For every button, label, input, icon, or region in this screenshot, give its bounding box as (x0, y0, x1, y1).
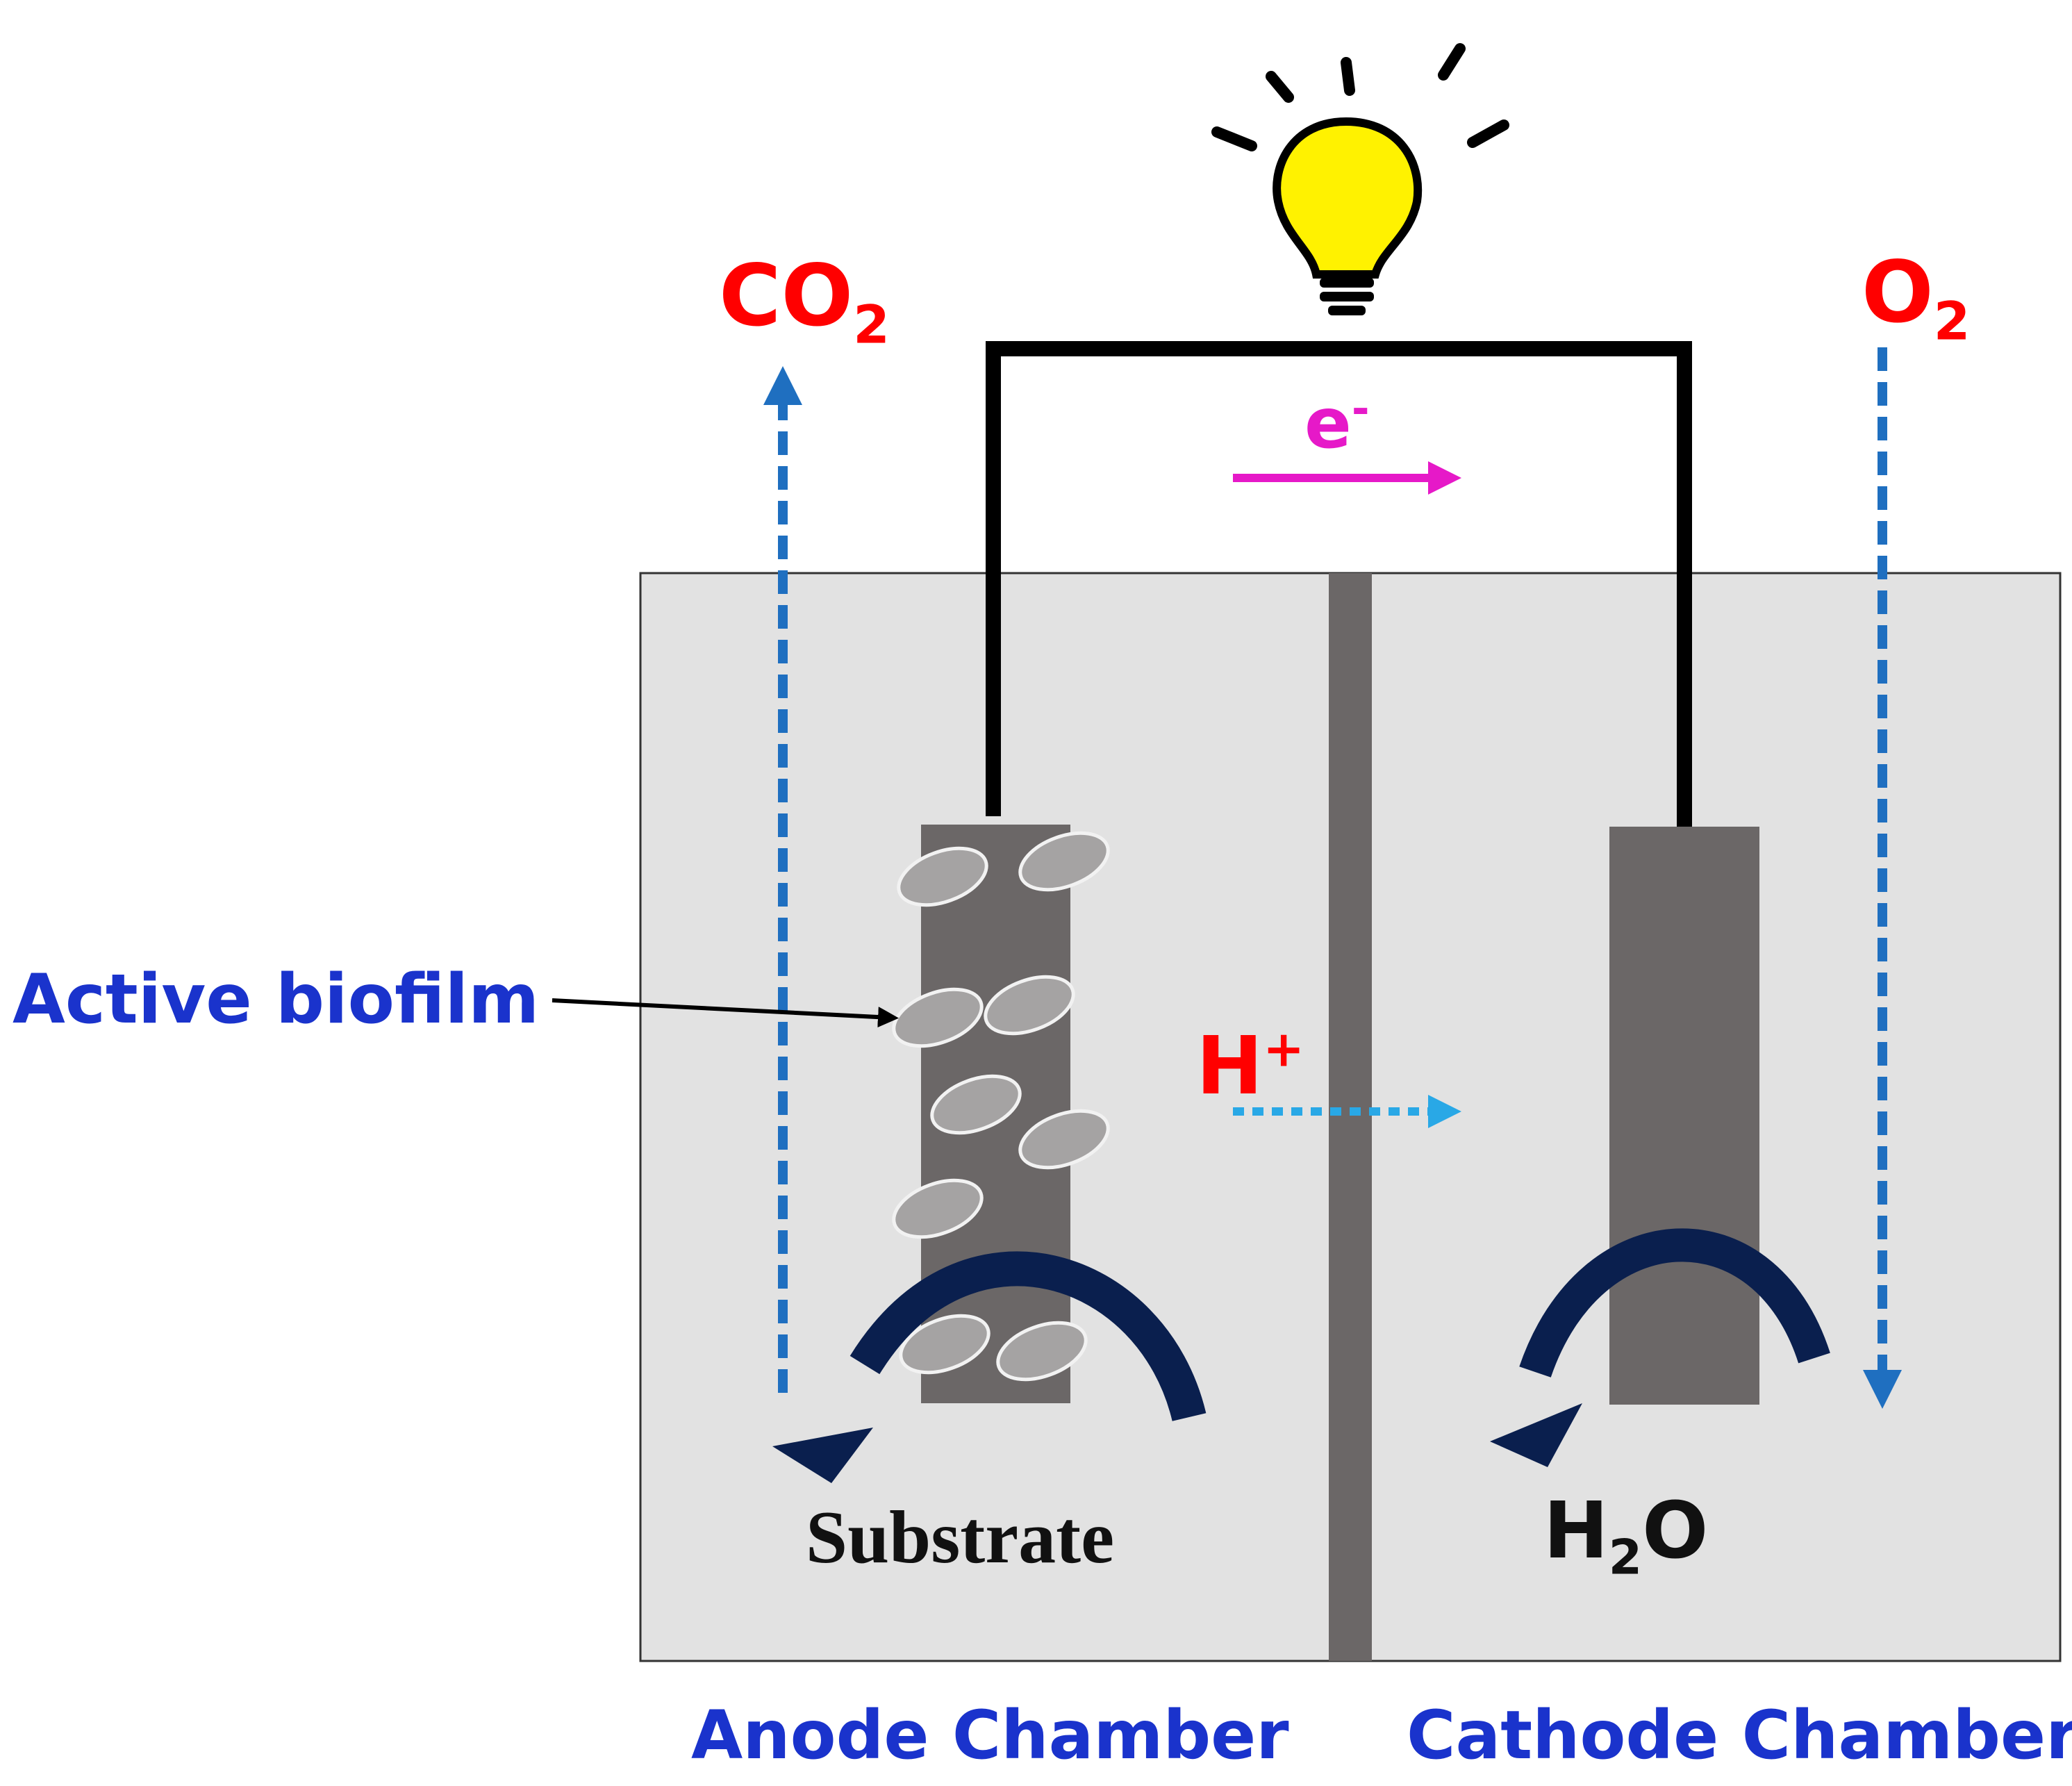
anode-chamber-label: Anode Chamber (691, 1696, 1289, 1774)
biofilm-cell (984, 975, 1075, 1036)
cathode-curved-arrow-head (1490, 1403, 1582, 1467)
cathode-electrode (1609, 827, 1759, 1405)
anode-curved-arrow (849, 1251, 1207, 1422)
biofilm-cell (930, 1074, 1022, 1135)
membrane (1329, 573, 1372, 1661)
biofilm-cells (892, 831, 1110, 1382)
biofilm-cell (1018, 831, 1110, 892)
biofilm-cell (897, 846, 988, 907)
biofilm-cell (892, 987, 984, 1048)
substrate-label: Substrate (806, 1496, 1115, 1579)
biofilm-pointer-arrow (552, 998, 899, 1028)
external-wire (986, 341, 1692, 827)
active-biofilm-label: Active biofilm (13, 960, 540, 1039)
cathode-chamber-label: Cathode Chamber (1407, 1696, 2072, 1774)
anode-curved-arrow-head (772, 1428, 873, 1483)
co2-label: CO2 (719, 247, 890, 356)
water-label: H2O (1543, 1486, 1709, 1586)
electron-label: e- (1304, 383, 1370, 464)
biofilm-cell (996, 1321, 1088, 1382)
biofilm-cell (1018, 1109, 1110, 1170)
cathode-curved-arrow (1519, 1228, 1830, 1378)
proton-label: H+ (1196, 1020, 1304, 1113)
biofilm-cell (899, 1314, 991, 1375)
light-bulb-icon (1211, 43, 1509, 315)
biofilm-cell (892, 1178, 984, 1239)
o2-label: O2 (1862, 243, 1971, 352)
